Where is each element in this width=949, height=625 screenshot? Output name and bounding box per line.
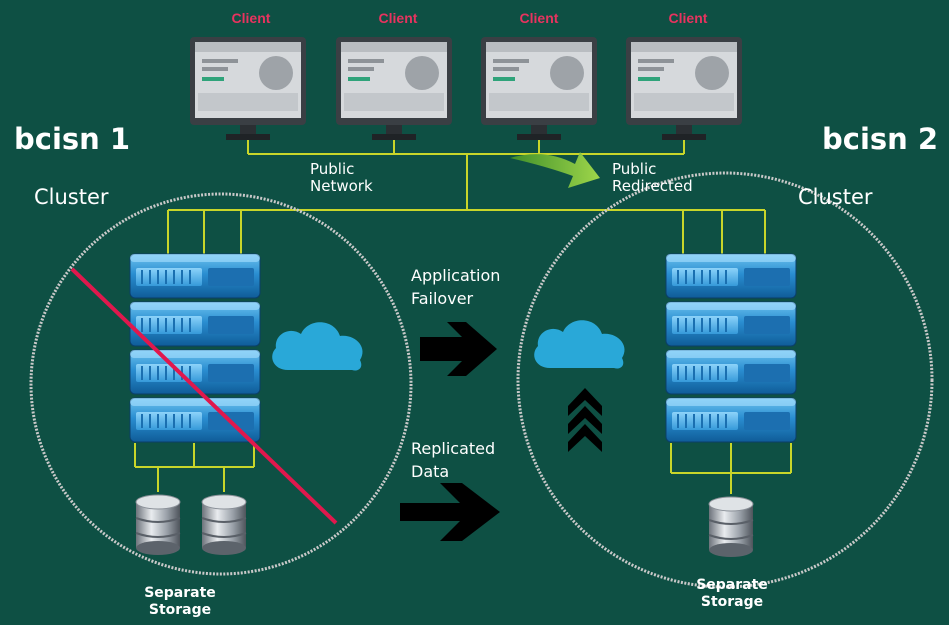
storage-lines-2 bbox=[670, 443, 792, 494]
cloud-icon bbox=[272, 322, 363, 371]
cluster-2-label: Cluster bbox=[798, 185, 873, 209]
server-stack-1 bbox=[129, 253, 261, 443]
public-network-label: Public Network bbox=[310, 160, 373, 195]
application-failover-label: Application Failover bbox=[411, 266, 501, 308]
public-redirected-label: Public Redirected bbox=[612, 160, 693, 195]
storage-label-2: Separate Storage bbox=[696, 577, 768, 610]
client-monitor-1 bbox=[190, 37, 306, 140]
cluster-2-boundary bbox=[516, 171, 934, 589]
site-1-title: bcisn 1 bbox=[14, 122, 131, 156]
upward-chevrons-icon bbox=[568, 388, 602, 452]
client-label-4: Client bbox=[668, 10, 708, 26]
replication-arrow-icon bbox=[400, 483, 500, 541]
storage-lines-1 bbox=[134, 443, 255, 492]
client-label-1: Client bbox=[231, 10, 271, 26]
client-monitor-2 bbox=[336, 37, 452, 140]
client-monitor-3 bbox=[481, 37, 597, 140]
database-icon bbox=[708, 496, 754, 558]
cluster-1-label: Cluster bbox=[34, 185, 109, 209]
replicated-data-label: Replicated Data bbox=[411, 439, 496, 481]
failure-slash-mark bbox=[70, 267, 338, 525]
redirect-arrow-icon bbox=[510, 152, 600, 188]
cloud-icon bbox=[534, 320, 625, 369]
client-monitor-4 bbox=[626, 37, 742, 140]
client-label-3: Client bbox=[519, 10, 559, 26]
cluster-1-boundary bbox=[29, 192, 413, 576]
database-icon bbox=[135, 494, 181, 556]
database-icon bbox=[201, 494, 247, 556]
storage-label-1: Separate Storage bbox=[144, 585, 216, 618]
site-2-title: bcisn 2 bbox=[822, 122, 939, 156]
client-label-2: Client bbox=[378, 10, 418, 26]
failover-arrow-icon bbox=[420, 322, 497, 376]
server-stack-2 bbox=[665, 253, 797, 443]
public-network-lines bbox=[167, 140, 766, 254]
